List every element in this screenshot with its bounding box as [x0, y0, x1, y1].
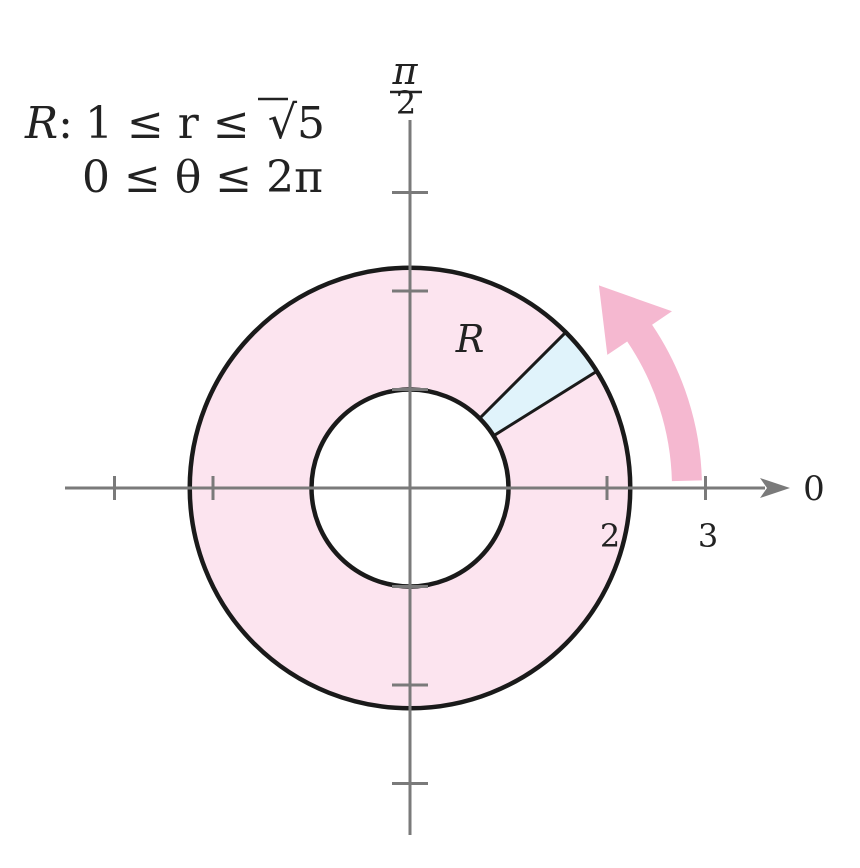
tick-label-3: 3	[698, 517, 718, 555]
rotation-arrow-icon	[598, 285, 702, 482]
zero-angle-label: 0	[803, 469, 825, 509]
axis-ticks	[113, 191, 707, 785]
region-definition-line1: R:1 ≤ r ≤ √5	[24, 95, 325, 149]
polar-axis-arrowhead	[760, 478, 790, 498]
sector-label: R	[455, 317, 485, 361]
pi-over-2-numerator: π	[392, 49, 419, 93]
sqrt-radical: √	[268, 95, 298, 149]
region-definition-line2: 0 ≤ θ ≤ 2π	[82, 152, 323, 203]
tick-label-2: 2	[600, 517, 620, 555]
pi-over-2-denominator: 2	[396, 84, 416, 122]
